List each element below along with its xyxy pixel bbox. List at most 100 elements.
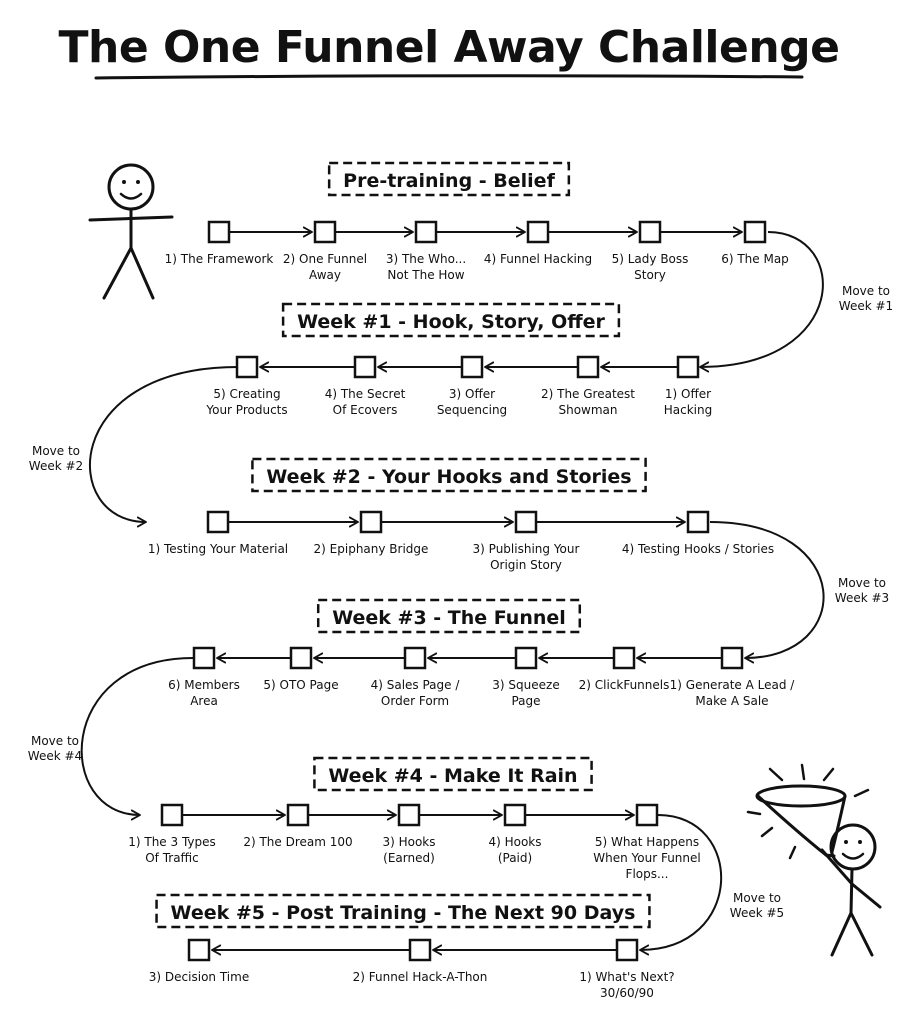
step-node: 2) Funnel Hack-A-Thon — [353, 938, 488, 984]
section-label: Week #1 - Hook, Story, Offer — [297, 311, 605, 333]
step-label: Of Traffic — [145, 851, 199, 865]
step-label: 4) Funnel Hacking — [484, 252, 592, 266]
transition-label: Move to — [32, 444, 80, 458]
step-checkbox — [526, 220, 550, 244]
step-label: 2) The Greatest — [541, 387, 635, 401]
step-checkbox — [720, 646, 744, 670]
step-label: Origin Story — [490, 558, 562, 572]
title-underline — [94, 74, 804, 80]
step-label: 4) Hooks — [488, 835, 541, 849]
step-label: Area — [190, 694, 218, 708]
step-label: 3) Offer — [449, 387, 495, 401]
step-checkbox — [207, 220, 231, 244]
step-label: 4) The Secret — [325, 387, 406, 401]
step-label: Away — [309, 268, 341, 282]
step-node: 6) The Map — [721, 220, 789, 266]
section-2: Week #1 - Hook, Story, Offer 1) OfferHack… — [29, 302, 712, 473]
step-checkbox — [206, 510, 230, 534]
step-label: 1) What's Next? — [579, 970, 674, 984]
connector-curve-2 — [89, 366, 239, 528]
step-checkbox — [313, 220, 337, 244]
step-node: 4) Testing Hooks / Stories — [622, 510, 774, 556]
connector-curve-5 — [639, 814, 723, 956]
step-checkbox — [576, 355, 600, 379]
step-node: 5) OTO Page — [263, 646, 339, 692]
step-checkbox — [160, 803, 184, 827]
step-node: 3) The Who... Not The How — [386, 220, 466, 282]
transition-label: Week #3 — [835, 591, 889, 605]
section-4: Week #3 - The Funnel 1) Generate A Lead /… — [28, 598, 796, 763]
step-node: 2) ClickFunnels — [579, 646, 670, 692]
step-label: 1) Generate A Lead / — [670, 678, 796, 692]
step-node: 2) Epiphany Bridge — [314, 510, 428, 556]
step-checkbox — [353, 355, 377, 379]
transition-label: Week #5 — [730, 906, 784, 920]
step-label: Not The How — [387, 268, 464, 282]
step-label: Your Products — [205, 403, 287, 417]
step-label: 3) Hooks — [382, 835, 435, 849]
section-1: Pre-training - Belief 1) The Framework 2) … — [165, 161, 893, 313]
step-label: 1) The Framework — [165, 252, 274, 266]
step-checkbox — [503, 803, 527, 827]
step-label: 2) ClickFunnels — [579, 678, 670, 692]
step-label: 3) Decision Time — [149, 970, 249, 984]
step-checkbox — [635, 803, 659, 827]
step-checkbox — [397, 803, 421, 827]
connector-curve-4 — [80, 657, 194, 821]
page-title: The One Funnel Away Challenge — [59, 22, 840, 73]
step-checkbox — [460, 355, 484, 379]
step-label: 1) The 3 Types — [128, 835, 216, 849]
step-label: 4) Sales Page / — [371, 678, 461, 692]
transition-label: Week #4 — [28, 749, 82, 763]
section-label: Pre-training - Belief — [343, 170, 555, 192]
section-label-box — [316, 598, 582, 634]
step-node: 4) Hooks(Paid) — [488, 803, 542, 865]
step-checkbox — [414, 220, 438, 244]
section-label-box — [251, 457, 647, 493]
transition-label: Week #1 — [839, 299, 893, 313]
step-label: 2) One Funnel — [283, 252, 367, 266]
step-label: 1) Offer — [665, 387, 711, 401]
step-checkbox — [403, 646, 427, 670]
section-label-box — [327, 161, 571, 197]
step-checkbox — [514, 646, 538, 670]
step-checkbox — [638, 220, 662, 244]
stick-figure-funnel-icon — [746, 763, 882, 957]
connector-curve-3 — [709, 521, 825, 664]
step-node: 1) The Framework — [165, 220, 274, 266]
step-checkbox — [612, 646, 636, 670]
step-label: 5) Lady Boss — [612, 252, 689, 266]
step-node: 1) What's Next? 30/60/90 — [579, 938, 675, 1000]
stick-figure-start-icon — [88, 163, 174, 300]
step-label: Make A Sale — [695, 694, 768, 708]
step-label: 5) OTO Page — [263, 678, 338, 692]
step-label: 6) Members — [168, 678, 240, 692]
step-node: 1) Generate A Lead / Make A Sale — [670, 646, 796, 708]
step-checkbox — [235, 355, 259, 379]
step-label: Showman — [558, 403, 617, 417]
connector-curve-1 — [699, 231, 824, 373]
section-label-box — [281, 302, 621, 338]
step-checkbox — [289, 646, 313, 670]
transition-label: Move to — [838, 576, 886, 590]
step-label: 5) Creating — [213, 387, 280, 401]
step-label: Hacking — [664, 403, 712, 417]
step-checkbox — [408, 938, 432, 962]
step-label: 2) Funnel Hack-A-Thon — [353, 970, 488, 984]
section-label: Week #3 - The Funnel — [332, 607, 566, 629]
step-label: 3) The Who... — [386, 252, 466, 266]
step-label: 30/60/90 — [600, 986, 654, 1000]
